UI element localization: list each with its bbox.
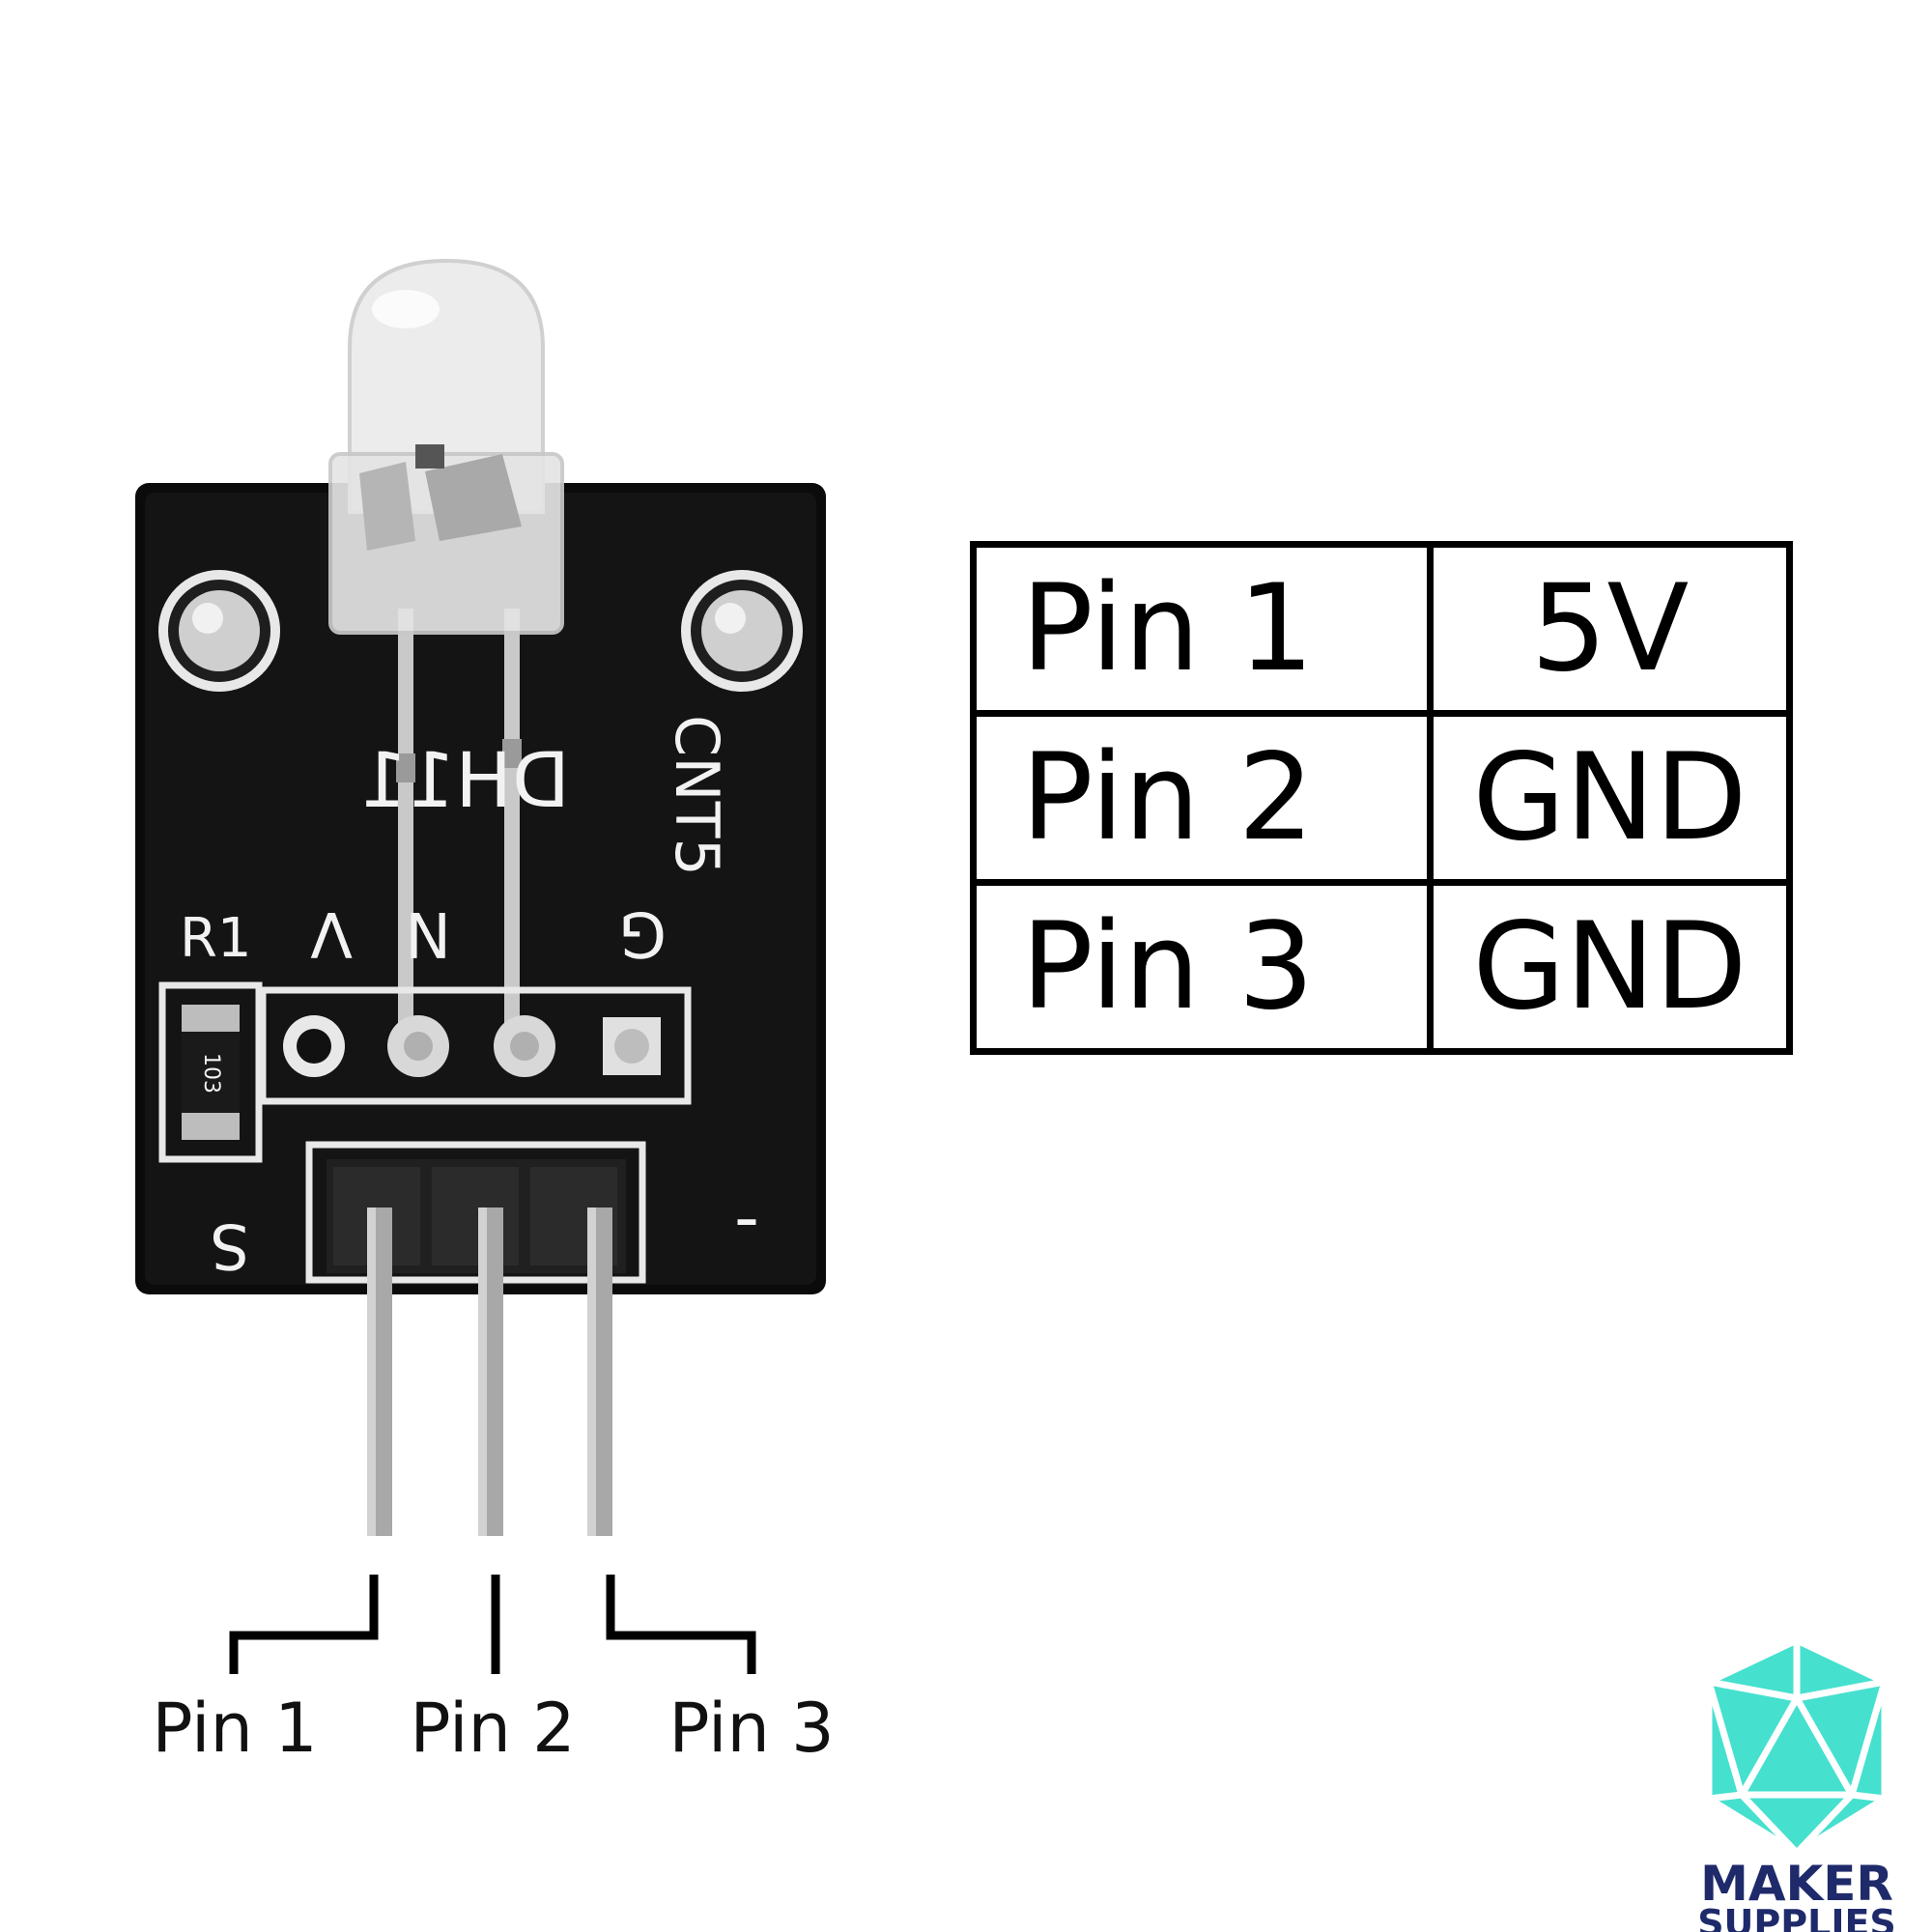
pin-value-cell: 5V xyxy=(1427,541,1793,717)
solder-pad-1 xyxy=(283,1015,345,1077)
mounting-hole-right xyxy=(681,570,803,692)
pcb-pin-mark-g: G xyxy=(618,897,667,969)
pad-row-outline xyxy=(259,986,692,1105)
led-lead-right xyxy=(504,609,520,1063)
table-row: Pin 3 GND xyxy=(970,879,1793,1055)
pin-label-3: Pin 3 xyxy=(668,1689,835,1768)
header-pin-2 xyxy=(478,1208,503,1536)
pin-label-2: Pin 2 xyxy=(410,1689,576,1768)
pin-label-1: Pin 1 xyxy=(152,1689,318,1768)
maker-supplies-logo-icon xyxy=(1705,1636,1889,1857)
leader-line-pin-1 xyxy=(229,1575,379,1674)
pin-header xyxy=(305,1141,646,1284)
logo-text-supplies: SUPPLIES xyxy=(1697,1902,1896,1932)
led-dome xyxy=(328,258,564,635)
pcb-cnt-label: CNT5 xyxy=(662,715,732,876)
pcb-minus-label: - xyxy=(734,1177,759,1258)
pcb-signal-label: S xyxy=(210,1209,249,1281)
mounting-hole-left xyxy=(158,570,280,692)
pcb-pin-mark-n: N xyxy=(405,897,451,969)
table-row: Pin 1 5V xyxy=(970,541,1793,717)
resistor-code: 103 xyxy=(199,1053,223,1094)
pin-name-cell: Pin 3 xyxy=(970,879,1434,1055)
solder-pad-2 xyxy=(387,1015,449,1077)
resistor-r1: 103 xyxy=(158,981,263,1163)
led-lead-left xyxy=(398,609,413,1063)
table-row: Pin 2 GND xyxy=(970,710,1793,886)
pcb-resistor-label: R1 xyxy=(180,907,252,970)
leader-line-pin-3 xyxy=(606,1575,756,1674)
solder-pad-4 xyxy=(603,1017,661,1075)
pcb-part-label: DH11 xyxy=(359,738,570,825)
pin-value-cell: GND xyxy=(1427,710,1793,886)
pin-name-cell: Pin 1 xyxy=(970,541,1434,717)
logo-text-maker: MAKER xyxy=(1700,1856,1893,1912)
solder-pad-3 xyxy=(494,1015,555,1077)
pin-name-cell: Pin 2 xyxy=(970,710,1434,886)
pin-value-cell: GND xyxy=(1427,879,1793,1055)
header-pin-1 xyxy=(367,1208,392,1536)
pin-mapping-table: Pin 1 5V Pin 2 GND Pin 3 GND xyxy=(970,541,1793,1055)
header-pin-3 xyxy=(587,1208,612,1536)
pcb-pin-mark-v: V xyxy=(310,897,353,969)
